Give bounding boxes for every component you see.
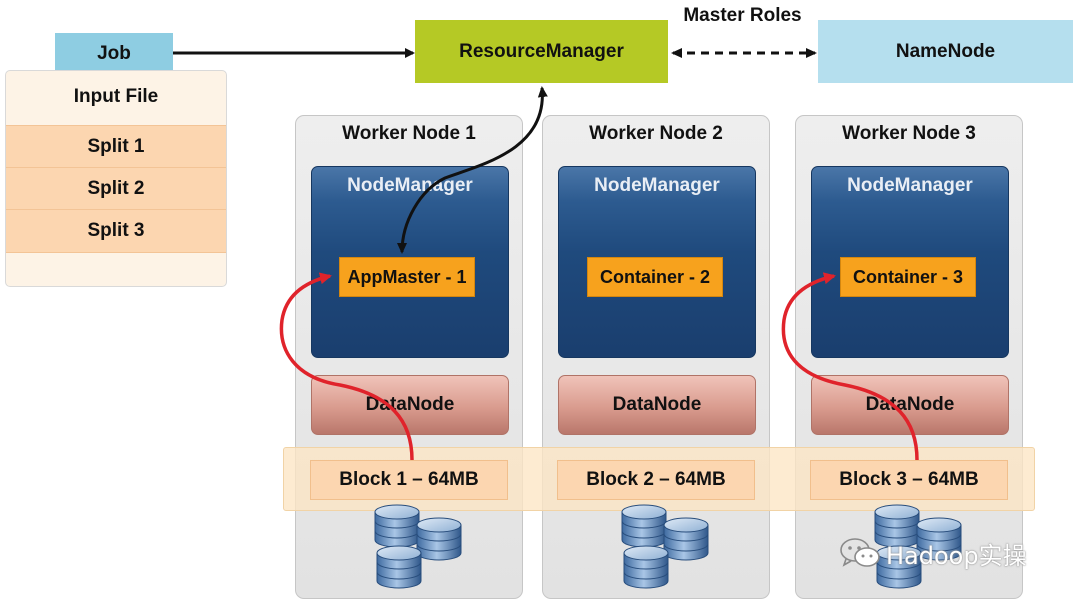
node-manager: NodeManager Container - 3: [811, 166, 1009, 358]
resource-manager-label: ResourceManager: [459, 40, 624, 62]
worker-node-title: Worker Node 3: [842, 123, 976, 144]
container-box: Container - 2: [587, 257, 723, 297]
name-node-label: NameNode: [895, 40, 996, 62]
name-node-box: NameNode: [818, 20, 1073, 83]
data-node: DataNode: [558, 375, 756, 435]
block-box: Block 3 – 64MB: [810, 460, 1008, 500]
watermark: Hadoop实操: [838, 533, 1068, 573]
split-2: Split 2: [6, 167, 226, 211]
node-manager-label: NodeManager: [594, 175, 720, 196]
job-label: Job: [97, 43, 131, 64]
job-box: Job: [55, 33, 173, 75]
block-box: Block 1 – 64MB: [310, 460, 508, 500]
worker-1-storage: Block 1 – 64MB: [295, 115, 523, 599]
split-3: Split 3: [6, 209, 226, 253]
split-1: Split 1: [6, 125, 226, 169]
block3-to-container3-arrow: [781, 272, 919, 461]
resource-manager-box: ResourceManager: [415, 20, 668, 83]
block-box: Block 2 – 64MB: [557, 460, 755, 500]
input-file-panel: Input File Split 1 Split 2 Split 3: [5, 70, 227, 287]
wechat-icon: [840, 538, 880, 567]
rm-appmaster-arrow: [397, 86, 548, 254]
watermark-text: Hadoop实操: [886, 541, 1027, 570]
app-master-box: AppMaster - 1: [339, 257, 475, 297]
block1-to-appmaster-arrow: [279, 272, 414, 461]
master-roles-label: Master Roles: [683, 5, 802, 26]
worker-2-storage: Block 2 – 64MB: [542, 115, 770, 599]
worker-node-2: Worker Node 2 NodeManager Container - 2 …: [542, 115, 770, 599]
node-manager-label: NodeManager: [847, 175, 973, 196]
worker-node-title: Worker Node 2: [589, 123, 723, 144]
node-manager: NodeManager Container - 2: [558, 166, 756, 358]
container-box: Container - 3: [840, 257, 976, 297]
worker-3-storage: Block 3 – 64MB: [795, 115, 1023, 599]
input-file-title: Input File: [73, 86, 159, 107]
